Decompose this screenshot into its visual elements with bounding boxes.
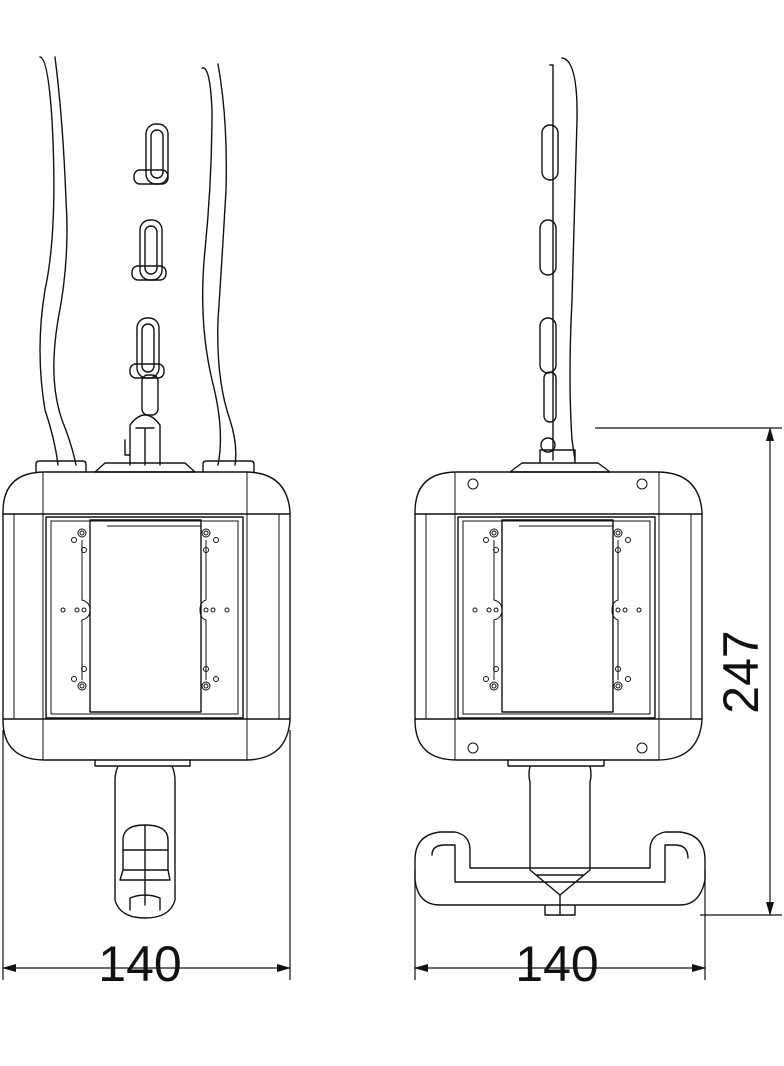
cable-left <box>39 56 77 466</box>
cable-side <box>549 57 578 461</box>
left-width-label: 140 <box>98 936 181 992</box>
top-cap-side <box>509 449 611 473</box>
cable-right <box>201 63 237 466</box>
dimension-width-right: 140 <box>414 870 706 992</box>
dimension-height: 247 <box>595 427 782 916</box>
hook-front <box>94 759 191 919</box>
side-view <box>414 57 706 916</box>
chain-side <box>539 124 559 453</box>
hook-side <box>414 759 706 916</box>
right-width-label: 140 <box>515 936 598 992</box>
shackle <box>124 414 161 466</box>
height-dimension-label: 247 <box>713 630 769 713</box>
front-view <box>2 56 291 919</box>
top-cap <box>35 460 255 473</box>
dimension-width-left: 140 <box>2 730 291 992</box>
chain <box>129 123 169 416</box>
enclosure-front <box>2 471 291 761</box>
enclosure-side <box>414 471 703 761</box>
